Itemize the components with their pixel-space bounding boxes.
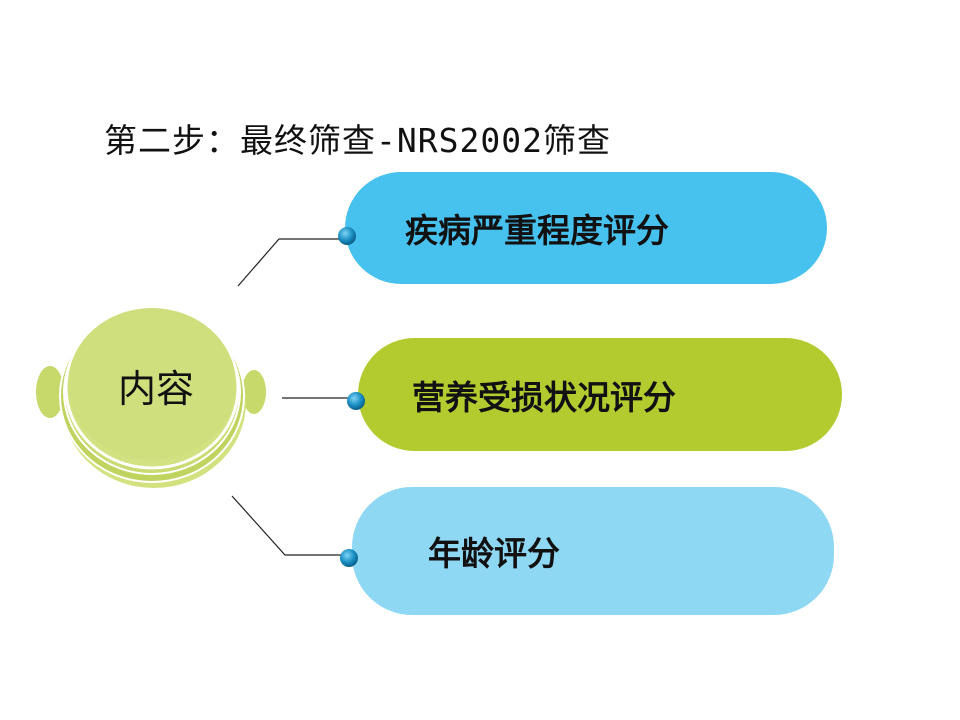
slide-title: 第二步：最终筛查-NRS2002筛查 bbox=[104, 121, 611, 160]
hub-label: 内容 bbox=[118, 367, 195, 411]
item-pill-disease-severity: 疾病严重程度评分 bbox=[345, 172, 827, 284]
connector-bottom bbox=[231, 495, 348, 556]
item-pill-age: 年龄评分 bbox=[352, 487, 834, 615]
node-dot-bottom bbox=[340, 549, 358, 567]
hub-circle bbox=[36, 306, 266, 488]
item-label: 疾病严重程度评分 bbox=[405, 211, 669, 250]
node-dot-top bbox=[338, 227, 356, 245]
item-label: 年龄评分 bbox=[428, 534, 560, 573]
connector-top bbox=[237, 238, 346, 287]
item-pill-nutrition-status: 营养受损状况评分 bbox=[358, 338, 842, 451]
hub-right-flap bbox=[242, 370, 266, 414]
node-dot-middle bbox=[347, 392, 365, 410]
item-label: 营养受损状况评分 bbox=[412, 377, 676, 417]
hub-left-flap bbox=[36, 366, 64, 418]
